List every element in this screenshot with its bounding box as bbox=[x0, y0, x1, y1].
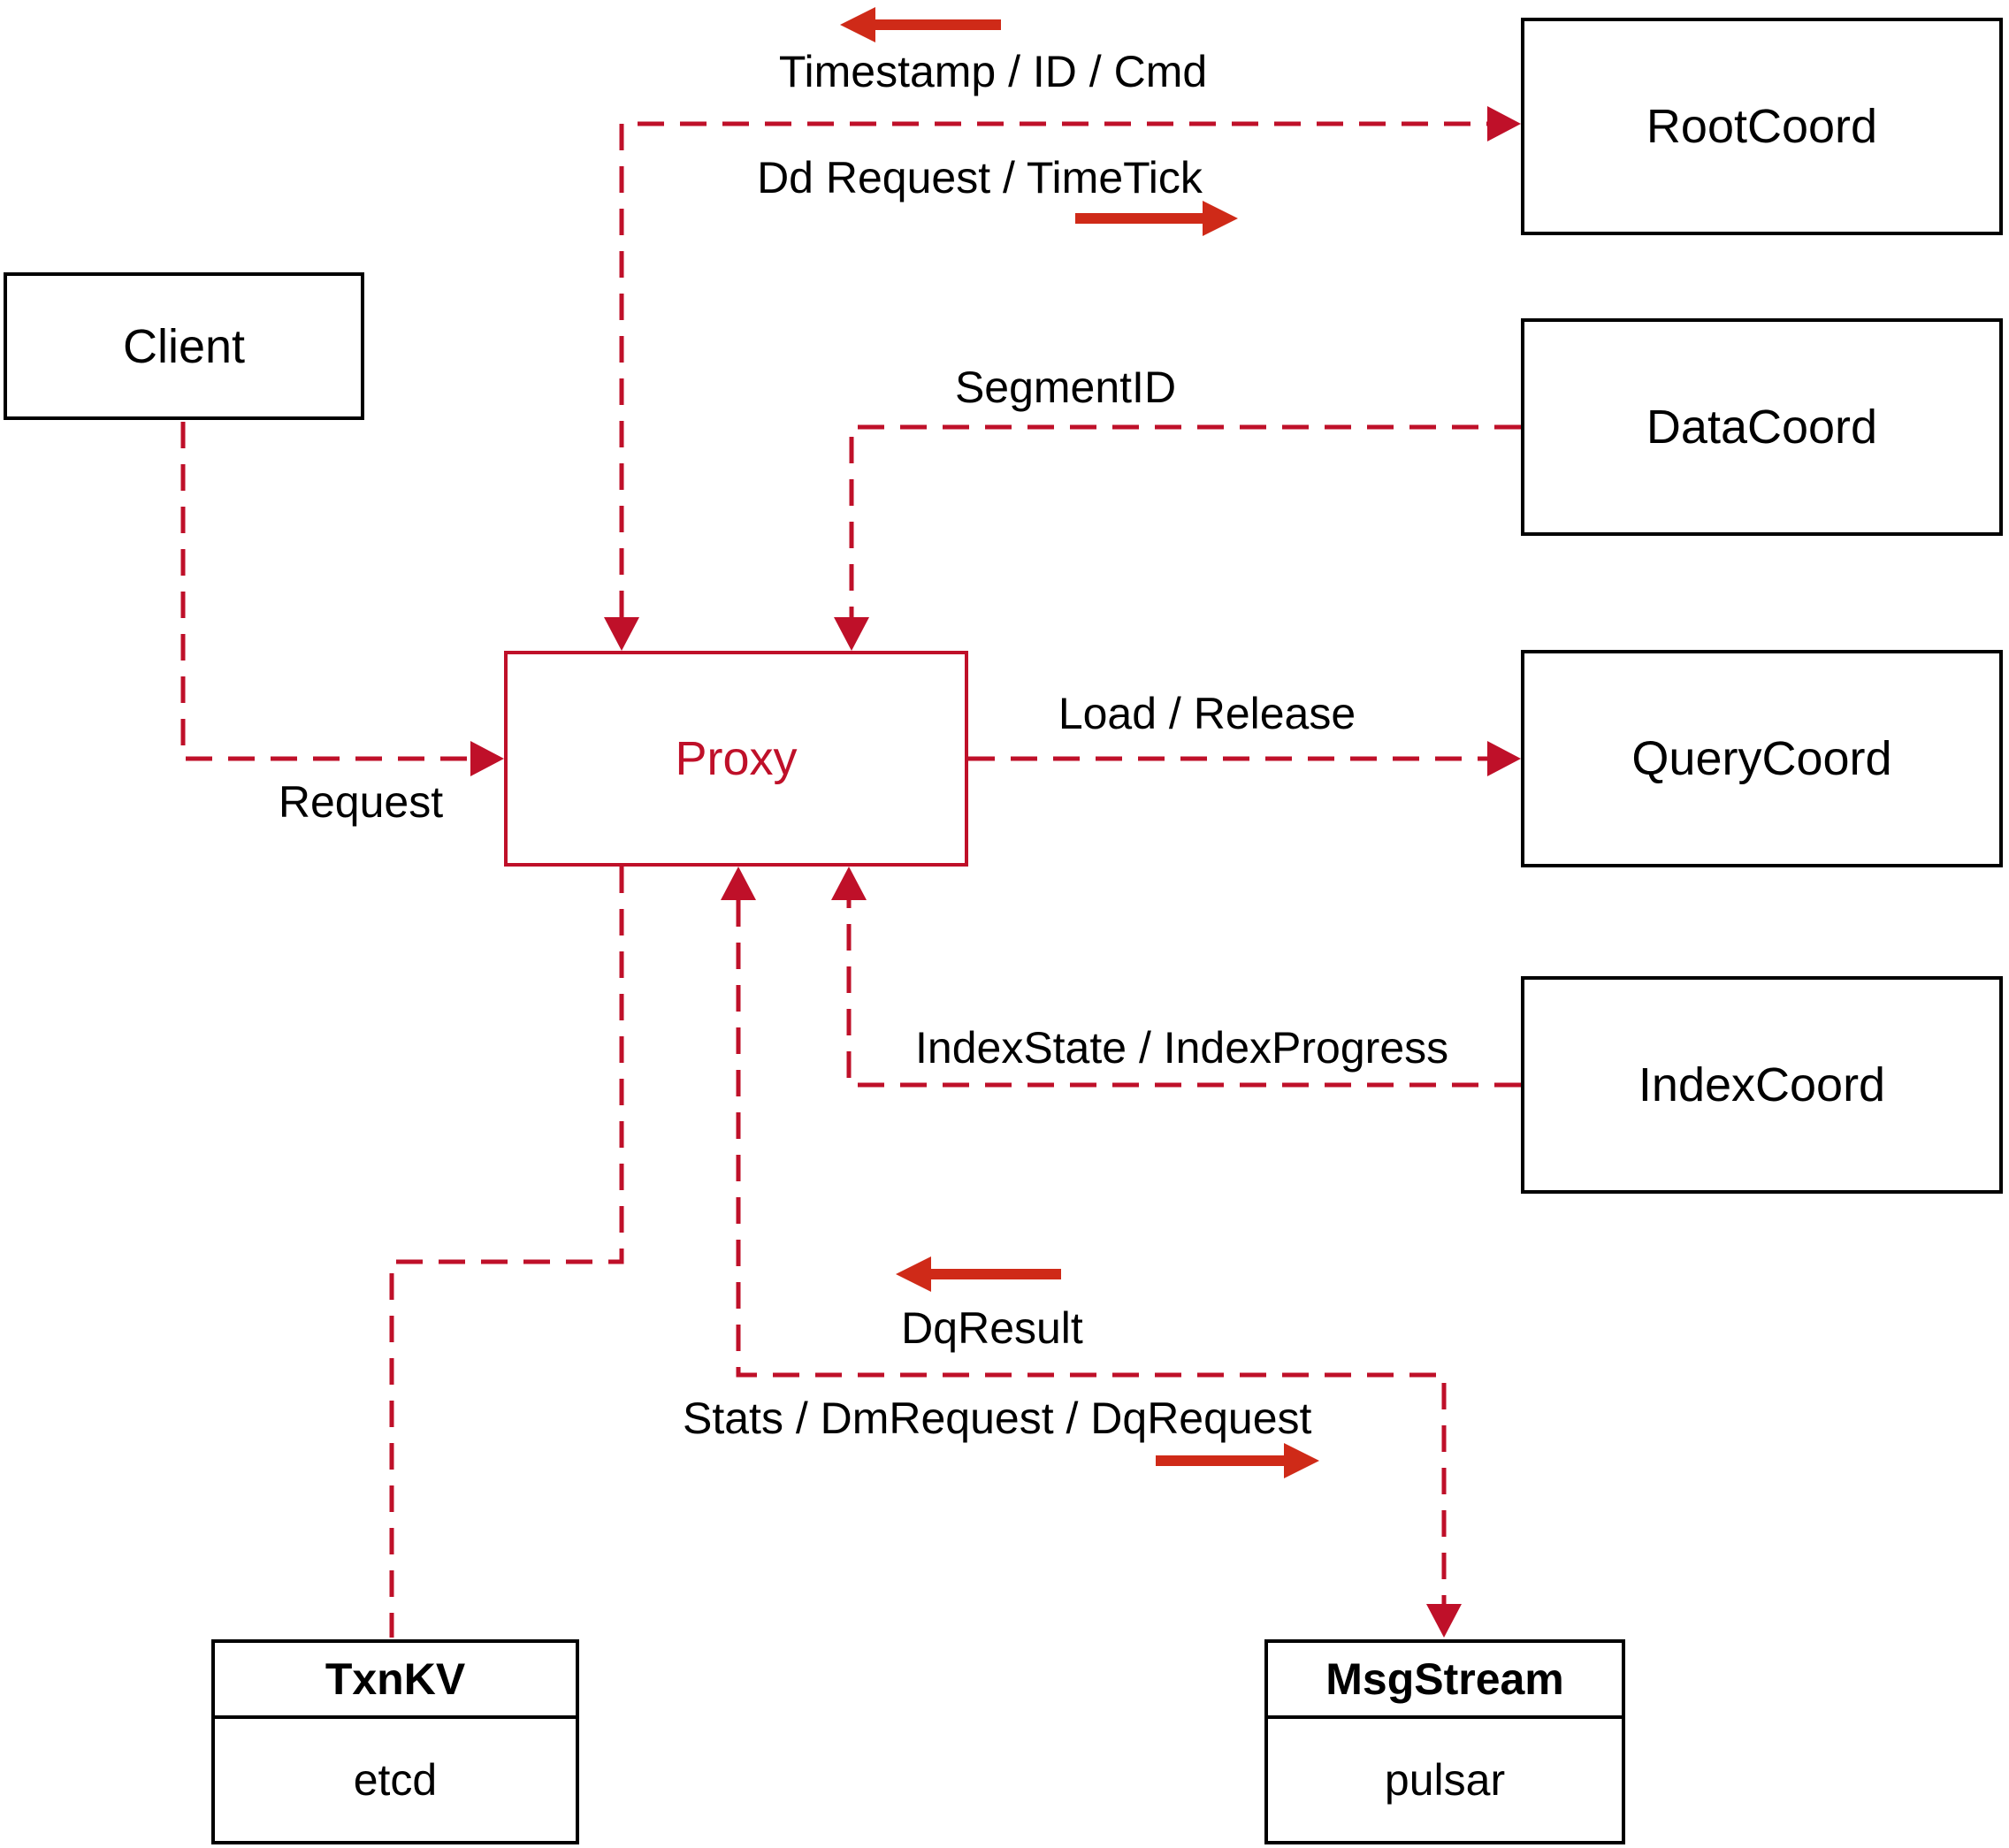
proxy-label: Proxy bbox=[675, 732, 798, 785]
arrowhead-into-proxy-top-right bbox=[834, 617, 869, 651]
txnkv-title: TxnKV bbox=[215, 1643, 576, 1719]
arrowhead-into-proxy-left bbox=[470, 741, 504, 776]
edge-label-indexstate-indexprogress: IndexState / IndexProgress bbox=[915, 1023, 1449, 1073]
edge-label-stats-dmrequest-dqrequest: Stats / DmRequest / DqRequest bbox=[683, 1394, 1312, 1443]
indexcoord-node: IndexCoord bbox=[1521, 976, 2003, 1194]
msgstream-title: MsgStream bbox=[1268, 1643, 1622, 1719]
arrowhead-into-proxy-bottom-right bbox=[831, 867, 867, 900]
right-arrow-icon-ddrequest bbox=[1075, 201, 1238, 236]
querycoord-node: QueryCoord bbox=[1521, 650, 2003, 867]
rootcoord-label: RootCoord bbox=[1646, 100, 1878, 153]
edge-label-dd-request-timetick: Dd Request / TimeTick bbox=[757, 153, 1203, 202]
txnkv-node: TxnKV etcd bbox=[211, 1639, 579, 1844]
datacoord-label: DataCoord bbox=[1646, 401, 1878, 454]
edge-proxy-txnkv bbox=[389, 867, 624, 1638]
msgstream-node: MsgStream pulsar bbox=[1264, 1639, 1625, 1844]
rootcoord-node: RootCoord bbox=[1521, 18, 2003, 235]
indexcoord-label: IndexCoord bbox=[1638, 1058, 1886, 1111]
proxy-node: Proxy bbox=[504, 651, 968, 867]
msgstream-impl-label: pulsar bbox=[1384, 1755, 1506, 1805]
edge-client-proxy bbox=[180, 422, 470, 761]
client-node: Client bbox=[4, 272, 364, 420]
edge-label-request: Request bbox=[278, 777, 444, 827]
querycoord-label: QueryCoord bbox=[1631, 732, 1892, 785]
edge-proxy-msgstream bbox=[736, 900, 1447, 1604]
edge-label-load-release: Load / Release bbox=[1058, 689, 1356, 738]
arrowhead-into-proxy-top-left bbox=[604, 617, 639, 651]
datacoord-node: DataCoord bbox=[1521, 318, 2003, 536]
left-arrow-icon-timestamp bbox=[840, 7, 1001, 42]
edge-label-segmentid: SegmentID bbox=[954, 363, 1177, 412]
edge-label-dqresult: DqResult bbox=[901, 1303, 1083, 1353]
edge-label-timestamp-id-cmd: Timestamp / ID / Cmd bbox=[778, 47, 1208, 96]
right-arrow-icon-stats bbox=[1156, 1443, 1319, 1478]
txnkv-impl-label: etcd bbox=[353, 1755, 438, 1805]
edge-proxy-rootcoord bbox=[619, 121, 1489, 617]
edge-indexcoord-proxy bbox=[846, 900, 1521, 1088]
edge-datacoord-proxy bbox=[849, 424, 1521, 617]
arrowhead-into-msgstream bbox=[1426, 1604, 1462, 1638]
client-label: Client bbox=[122, 319, 246, 373]
arrowhead-into-querycoord bbox=[1487, 741, 1521, 776]
arrowhead-into-proxy-bottom-center bbox=[721, 867, 756, 900]
left-arrow-icon-dqresult bbox=[896, 1256, 1061, 1292]
arrowhead-into-rootcoord bbox=[1487, 106, 1521, 141]
